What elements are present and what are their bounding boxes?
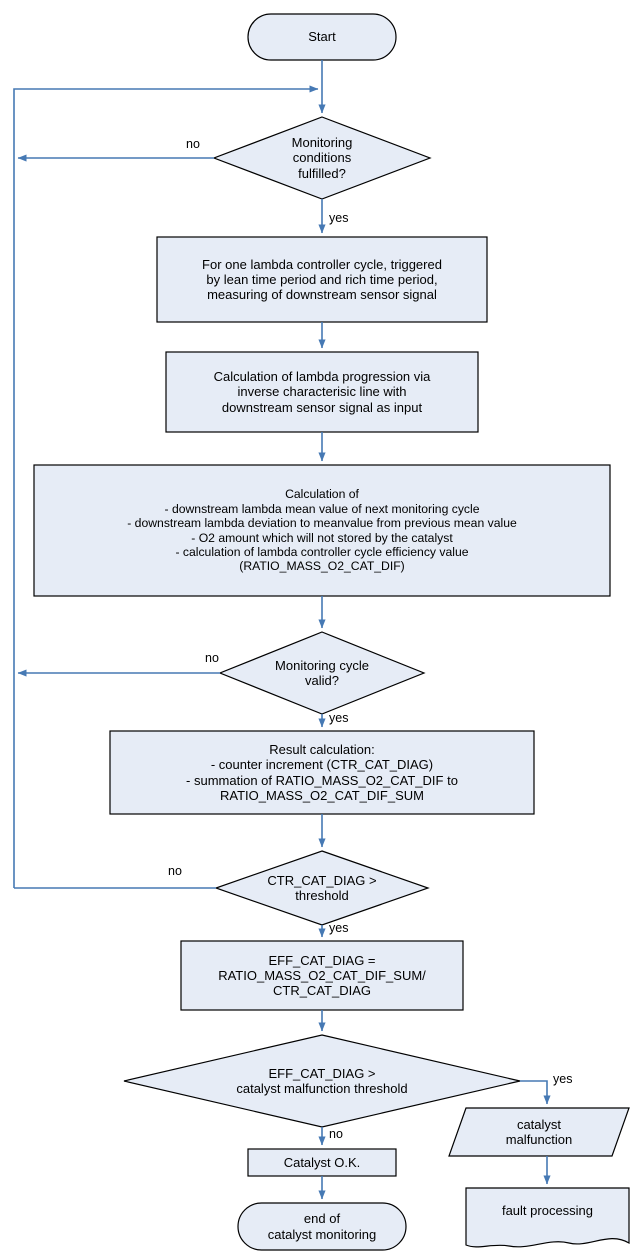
node-start-shape [247,13,397,61]
edge-label-cond-no: no [186,137,200,151]
edge-label-cond-yes: yes [329,211,349,225]
node-dec-cond-shape [212,116,432,200]
edge-label-ctr-no: no [168,864,182,878]
node-proc-lambda-shape [165,351,479,433]
edge-label-valid-yes: yes [329,711,349,725]
edge-eff-yes [520,1080,551,1105]
edge-label-valid-no: no [205,651,219,665]
edge-label-eff-yes: yes [553,1072,573,1086]
node-proc-result-shape [109,730,535,815]
node-dec-valid-shape [218,631,426,715]
node-proc-calc-shape [33,464,611,597]
edge-label-ctr-yes: yes [329,921,349,935]
node-dec-ctr-shape [214,850,430,926]
node-proc-ok-shape [247,1148,397,1177]
node-proc-measure-shape [156,236,488,323]
node-io-malf-shape [448,1107,630,1157]
node-doc-fault-shape [465,1187,630,1248]
node-end-monitor-shape [237,1202,407,1251]
edge-loopback-trunk [13,85,319,888]
edge-label-eff-no: no [329,1127,343,1141]
node-proc-eff-shape [180,940,464,1011]
node-dec-eff-shape [123,1034,521,1128]
